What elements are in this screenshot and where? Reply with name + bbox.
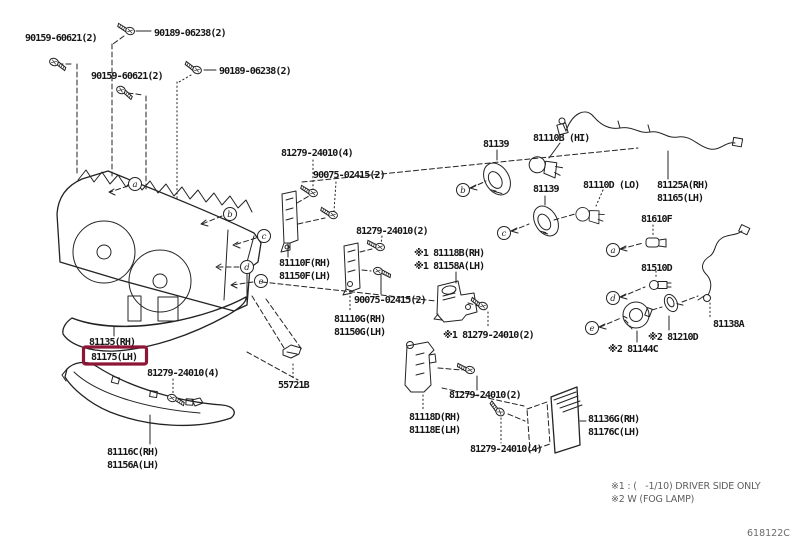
screw-icon	[372, 266, 392, 279]
part-label-81136G[interactable]: 81136G(RH)	[588, 414, 640, 425]
part-label-81279-24010-4-a[interactable]: 81279-24010(4)	[281, 148, 354, 159]
part-label-81210D[interactable]: ※2 81210D	[648, 331, 700, 343]
screw-icon	[486, 400, 507, 419]
wire-81138A-drawing	[697, 224, 751, 318]
panel-81136G-drawing	[526, 386, 587, 454]
part-label-90159-60621-a[interactable]: 90159-60621(2)	[25, 33, 98, 44]
part-label-81139-a[interactable]: 81139	[483, 139, 510, 150]
part-label-90075-02415-b[interactable]: 90075-02415(2)	[354, 295, 427, 306]
part-label-81139-b[interactable]: 81139	[533, 184, 560, 195]
callout-letter: e	[589, 324, 594, 334]
part-label-90075-02415-a[interactable]: 90075-02415(2)	[313, 170, 386, 181]
part-label-81110B[interactable]: 81110B (HI)	[533, 133, 590, 144]
part-label-81150F[interactable]: 81150F(LH)	[279, 271, 331, 282]
part-label-81165[interactable]: 81165(LH)	[657, 193, 704, 204]
part-label-81125A[interactable]: 81125A(RH)	[657, 180, 709, 191]
part-label-81279-24010-2-b[interactable]: 81279-24010(2)	[449, 390, 522, 401]
screw-icon	[319, 206, 339, 221]
bracket-81118D-drawing	[404, 341, 526, 444]
part-label-81118B[interactable]: ※1 81118B(RH)	[414, 247, 485, 259]
screw-icon	[114, 84, 135, 100]
socket-81144C-drawing	[622, 301, 653, 343]
part-label-81118D[interactable]: 81118D(RH)	[409, 412, 461, 423]
callout-circles-left: a b c d e	[108, 177, 271, 289]
part-label-81156A[interactable]: 81156A(LH)	[107, 460, 159, 471]
sheet-code: 618122C	[747, 528, 790, 539]
bracket-81118B-drawing	[433, 271, 489, 328]
part-label-81176C[interactable]: 81176C(LH)	[588, 427, 640, 438]
bumper-strip-drawing	[61, 361, 235, 445]
callout-letter: b	[460, 186, 465, 196]
harness-81125A-drawing	[556, 111, 744, 180]
bracket-81110F-drawing	[280, 159, 337, 258]
bulb-81610F-drawing	[645, 224, 667, 248]
part-label-81118E[interactable]: 81118E(LH)	[409, 425, 461, 436]
screw-icon	[47, 56, 68, 72]
part-label-81610F[interactable]: 81610F	[641, 214, 674, 225]
callout-letter: a	[132, 180, 137, 190]
bracket-81110G-drawing	[342, 235, 383, 313]
callout-circles-right: b c a d e	[456, 180, 646, 335]
footnote-1: ※1 : ( -1/10) DRIVER SIDE ONLY	[611, 481, 761, 492]
part-label-81116C[interactable]: 81116C(RH)	[107, 447, 159, 458]
part-label-81279-24010-2-a[interactable]: 81279-24010(2)	[356, 226, 429, 237]
headlamp-assembly-drawing	[56, 169, 262, 352]
part-label-81175-selected[interactable]: 81175(LH)	[91, 352, 138, 363]
part-label-81110F[interactable]: 81110F(RH)	[279, 258, 331, 269]
part-label-55721B[interactable]: 55721B	[278, 380, 311, 391]
part-label-81138A[interactable]: 81138A	[713, 319, 746, 330]
part-label-90189-06238-b[interactable]: 90189-06238(2)	[219, 66, 292, 77]
part-label-81510D[interactable]: 81510D	[641, 263, 674, 274]
bulb-hi-81110B-drawing	[528, 142, 564, 179]
part-label-81279-24010-4-b[interactable]: 81279-24010(4)	[147, 368, 220, 379]
dashed-links	[246, 147, 639, 407]
bulb-81510D-drawing	[649, 270, 672, 290]
part-label-81279-24010-4-c[interactable]: 81279-24010(4)	[470, 444, 543, 455]
part-label-90159-60621-b[interactable]: 90159-60621(2)	[91, 71, 164, 82]
part-label-81135[interactable]: 81135(RH)	[89, 337, 136, 348]
footnote-2: ※2 W (FOG LAMP)	[611, 494, 694, 505]
callout-letter: e	[258, 277, 263, 287]
part-label-81150G[interactable]: 81150G(LH)	[334, 327, 386, 338]
callout-letter: c	[502, 229, 507, 239]
callout-letter: d	[610, 294, 616, 304]
screw-icon	[299, 184, 319, 199]
callout-letter: b	[227, 210, 232, 220]
bulb-cap-81139-drawing	[483, 149, 576, 237]
screw-icon	[456, 362, 476, 375]
fastener-leader-lines	[57, 30, 217, 199]
part-label-81144C[interactable]: ※2 81144C	[608, 343, 660, 355]
clip-55721B-drawing	[282, 344, 302, 380]
callout-letter: a	[610, 246, 615, 256]
part-label-81110D[interactable]: 81110D (LO)	[583, 180, 640, 191]
part-label-81279-24010-2-c[interactable]: ※1 81279-24010(2)	[443, 329, 535, 341]
callout-letter: c	[262, 232, 267, 242]
bulb-lo-81110D-drawing	[575, 189, 605, 225]
screw-icon	[116, 22, 136, 37]
part-label-81158A[interactable]: ※1 81158A(LH)	[414, 260, 485, 272]
part-label-81110G[interactable]: 81110G(RH)	[334, 314, 386, 325]
screw-icon	[183, 60, 204, 76]
part-label-90189-06238-a[interactable]: 90189-06238(2)	[154, 28, 227, 39]
selected-part-highlight-box	[81, 345, 149, 366]
socket-81210D-drawing	[651, 293, 699, 331]
callout-letter: d	[244, 263, 250, 273]
